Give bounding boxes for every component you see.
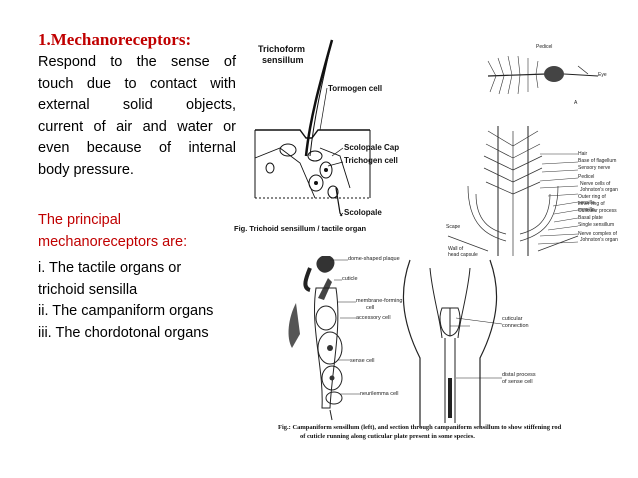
johnston-diagram [447,55,599,256]
description-line: Respond to the sense of [38,54,236,70]
principal-heading: The principal mechanoreceptors are: [38,210,187,253]
membrane-label: membrane-forming [356,298,403,304]
sense-cell-label: sense cell [350,358,375,364]
johnston-label: Johnston's organ [580,187,618,193]
slide-title: 1.Mechanoreceptors: [38,30,192,49]
distal-label: distal process [502,372,536,378]
description-line: touch due to contact with [38,75,236,92]
description-line: current of air and water or [38,118,236,135]
trichoid-diagram [254,39,371,217]
neurilemma-label: neurilemma cell [360,391,399,397]
tormogen-label: Tormogen cell [328,84,383,93]
johnston-label: Base of flagellum [578,158,617,164]
johnston-label: Johnston's organ [580,237,618,243]
membrane-label: cell [366,305,375,311]
trichoid-caption: Fig. Trichoid sensillum / tactile organ [234,224,367,233]
campaniform-figure: dome-shaped plaque cuticle membrane-form… [278,248,610,448]
wall-label: head capsule [448,252,478,258]
scolopale-cap-label: Scolopale Cap [344,143,400,152]
wall-label: Wall of [448,246,464,252]
distal-label: of sense cell [502,379,533,385]
cuticular-label: cuticular [502,316,523,322]
principal-line: mechanoreceptors are: [38,233,188,250]
receptor-list: i. The tactile organs or trichoid sensil… [38,258,213,344]
johnston-figure: Pedicel Eye A Hair Base of flagellum Sen… [428,36,618,264]
johnston-label: Hair [578,151,588,157]
scape-label: Scape [446,224,461,230]
johnston-label: Basal plate [578,215,603,221]
description-line: body pressure. [38,161,134,178]
principal-line: The principal [38,212,122,228]
campaniform-caption: Fig.: Campaniform sensillum (left), and … [278,424,562,431]
list-item: trichoid sensilla [38,281,138,298]
list-item: ii. The campaniform organs [38,303,214,319]
description-line: even because of internal [38,140,236,156]
pedicel-label: Pedicel [536,44,553,50]
scolopale-label: Scolopale [344,208,382,217]
johnston-label: Pedicel [578,174,595,180]
campaniform-caption: of cuticle running along cuticular plate… [300,433,475,440]
trichoid-heading: Trichoform [258,44,306,54]
johnston-label: Single sensillum [578,222,615,228]
trichoid-figure: Trichoform sensillum Tormogen cell Scolo… [234,38,425,238]
johnston-label: Nerve complex of [578,231,617,237]
campaniform-diagram [288,256,503,428]
letter-a-label: A [574,100,578,106]
description-line: external solid objects, [38,97,236,113]
johnston-label: Inner ring of sensilla [578,201,605,213]
johnston-label: Cuticular process [578,208,617,214]
johnston-label: Outer ring of sensilla [578,194,606,206]
trichogen-label: Trichogen cell [344,156,398,165]
johnston-label: Nerve cells of [580,181,611,187]
list-item: iii. The chordotonal organs [38,324,209,341]
list-item: i. The tactile organs or [38,260,182,276]
cuticle-label: cuticle [342,276,358,282]
accessory-label: accessory cell [356,315,391,321]
trichoid-heading: sensillum [262,55,304,65]
dome-label: dome-shaped plaque [348,256,400,262]
johnston-label: Sensory nerve [578,165,611,171]
eye-label: Eye [598,72,607,78]
connection-label: connection [502,323,529,329]
description-paragraph: Respond to the sense of touch due to con… [38,52,236,181]
